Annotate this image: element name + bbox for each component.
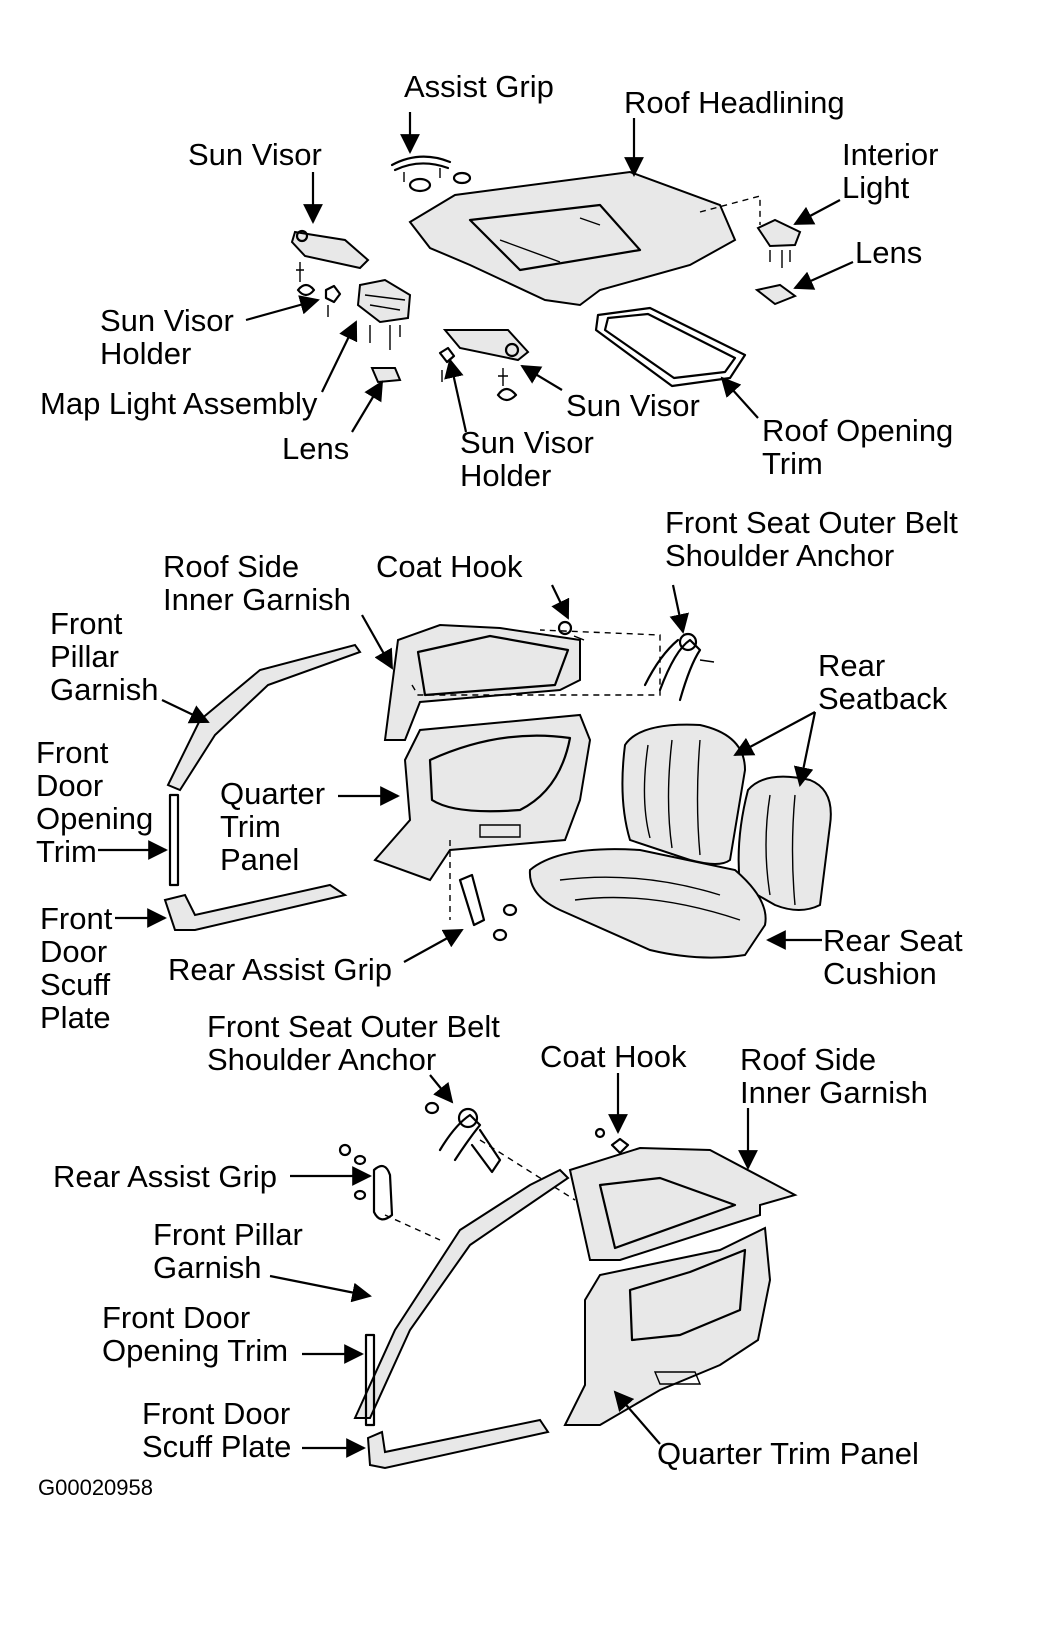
label-front-pillar-garnish-middle: Front Pillar Garnish (50, 606, 159, 707)
figure-code: G00020958 (38, 1475, 153, 1500)
front-pillar-garnish-bottom-part (353, 1168, 570, 1419)
assist-grip-part (390, 155, 472, 193)
label-front-door-opening-trim-bottom: Front Door Opening Trim (102, 1300, 289, 1368)
roof-side-inner-garnish-bottom-part (568, 1146, 798, 1261)
label-sun-visor-center: Sun Visor (566, 388, 700, 423)
rear-seat-cushion-part (528, 848, 767, 959)
sun-visor-left-part (290, 229, 370, 297)
front-door-scuff-plate-bottom-part (366, 1418, 550, 1470)
map-light-assembly-part (356, 278, 412, 384)
label-rear-seat-cushion: Rear Seat Cushion (823, 923, 963, 991)
front-door-opening-trim-middle-part (168, 793, 180, 887)
label-lens-right: Lens (855, 235, 923, 270)
sun-visor-holder-left-part (324, 284, 342, 317)
label-coat-hook-bottom: Coat Hook (540, 1039, 687, 1074)
label-front-seat-outer-belt-bottom: Front Seat Outer Belt Shoulder Anchor (207, 1009, 500, 1077)
front-door-opening-trim-bottom-part (364, 1333, 376, 1427)
sun-visor-center-part (438, 329, 530, 402)
label-sun-visor-holder-center: Sun Visor Holder (460, 425, 594, 493)
label-roof-side-inner-garnish-middle: Roof Side Inner Garnish (163, 549, 351, 617)
front-door-scuff-plate-middle-part (163, 883, 348, 931)
interior-light-part (754, 218, 802, 306)
label-front-door-opening-trim-middle: Front Door Opening Trim (36, 735, 154, 869)
rear-assist-grip-bottom-part (338, 1143, 394, 1221)
label-sun-visor-left: Sun Visor (188, 137, 322, 172)
label-quarter-trim-panel-middle: Quarter Trim Panel (220, 776, 326, 877)
label-map-light-assembly: Map Light Assembly (40, 386, 318, 421)
label-rear-seatback: Rear Seatback (818, 648, 948, 716)
label-rear-assist-grip-bottom: Rear Assist Grip (53, 1159, 277, 1194)
label-roof-side-inner-garnish-bottom: Roof Side Inner Garnish (740, 1042, 928, 1110)
label-rear-assist-grip-middle: Rear Assist Grip (168, 952, 392, 987)
label-quarter-trim-panel-bottom: Quarter Trim Panel (657, 1436, 919, 1471)
label-coat-hook-middle: Coat Hook (376, 549, 523, 584)
label-front-door-scuff-plate-middle: Front Door Scuff Plate (40, 901, 113, 1035)
label-lens-lower: Lens (282, 431, 350, 466)
label-assist-grip: Assist Grip (404, 69, 554, 104)
roof-headlining-part (408, 170, 737, 307)
coat-hook-middle-part (557, 620, 585, 641)
coat-hook-bottom-part (594, 1127, 630, 1155)
label-front-door-scuff-plate-bottom: Front Door Scuff Plate (142, 1396, 292, 1464)
label-sun-visor-holder-left: Sun Visor Holder (100, 303, 234, 371)
label-interior-light: Interior Light (842, 137, 939, 205)
label-front-pillar-garnish-bottom: Front Pillar Garnish (153, 1217, 303, 1285)
label-roof-opening-trim: Roof Opening Trim (762, 413, 954, 481)
front-seat-outer-belt-bottom-part (424, 1101, 502, 1174)
rear-seatback-part (621, 723, 832, 911)
front-seat-outer-belt-middle-part (643, 632, 715, 702)
roof-side-inner-garnish-middle-part (383, 623, 581, 741)
quarter-trim-panel-middle-part (373, 713, 592, 882)
quarter-trim-panel-bottom-part (563, 1226, 772, 1426)
roof-opening-trim-part (594, 306, 747, 388)
label-roof-headlining: Roof Headlining (624, 85, 845, 120)
rear-assist-grip-middle-part (458, 873, 518, 942)
label-front-seat-outer-belt-middle: Front Seat Outer Belt Shoulder Anchor (665, 505, 958, 573)
